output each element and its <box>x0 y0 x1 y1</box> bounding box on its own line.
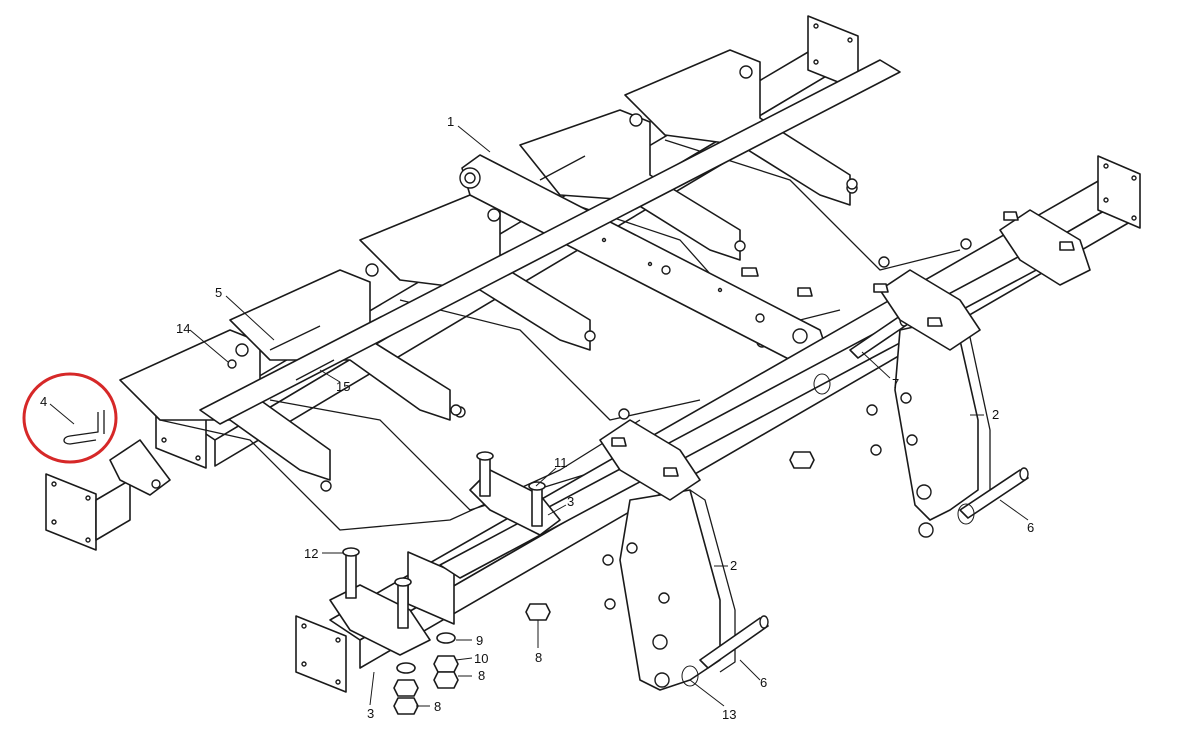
callout-9: 9 <box>476 633 483 648</box>
callout-1: 1 <box>447 114 454 129</box>
callout-3-upper: 3 <box>567 494 574 509</box>
callout-labels: 1 2 2 3 3 4 5 6 6 7 8 8 8 9 10 11 12 13 … <box>40 114 1034 722</box>
hitch-upright-rear <box>866 317 991 538</box>
callout-10: 10 <box>474 651 488 666</box>
small-pins <box>227 155 586 381</box>
leader-lines <box>49 125 1029 707</box>
callout-8-right: 8 <box>478 668 485 683</box>
lynch-pins <box>681 373 975 687</box>
u-bolt-clamps <box>109 209 1091 656</box>
hitch-upright-front <box>602 489 736 691</box>
callout-2-rear: 2 <box>992 407 999 422</box>
callout-14: 14 <box>176 321 190 336</box>
highlight-circle <box>22 372 118 464</box>
callout-2-front: 2 <box>730 558 737 573</box>
callout-11: 11 <box>554 455 568 470</box>
callout-7: 7 <box>892 376 899 391</box>
callout-8-mid: 8 <box>535 650 542 665</box>
callout-12: 12 <box>304 546 318 561</box>
callout-15: 15 <box>336 379 350 394</box>
callout-8-bottom: 8 <box>434 699 441 714</box>
pins <box>699 313 1029 669</box>
callout-5: 5 <box>215 285 222 300</box>
callout-6-front: 6 <box>760 675 767 690</box>
callout-6-rear: 6 <box>1027 520 1034 535</box>
callout-3-lower: 3 <box>367 706 374 721</box>
callout-13: 13 <box>722 707 736 722</box>
bolts-and-nuts <box>342 211 1075 715</box>
hook-part-4 <box>63 410 105 445</box>
callout-4: 4 <box>40 394 47 409</box>
